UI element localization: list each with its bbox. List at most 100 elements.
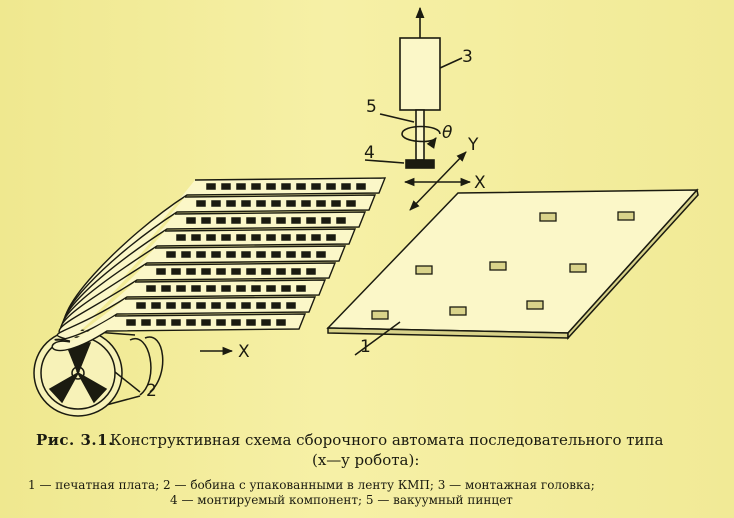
tape-pocket (286, 251, 296, 258)
reel-body-curve (144, 336, 164, 393)
board-component (526, 300, 544, 310)
tape-pocket (316, 200, 326, 207)
leader-1 (354, 321, 401, 356)
reel-body-curve (129, 337, 152, 396)
tape-pocket (141, 319, 151, 326)
mounting-head-body (399, 37, 441, 111)
tape-pocket (146, 285, 156, 292)
tape-pocket (176, 234, 186, 241)
reel-spoke (76, 371, 108, 404)
tape-pocket (206, 183, 216, 190)
tape-pocket (271, 251, 281, 258)
tape-pocket (186, 268, 196, 275)
tape-pocket (251, 183, 261, 190)
tape-pocket (196, 200, 206, 207)
tape-pocket (296, 183, 306, 190)
label-theta: θ (442, 123, 453, 143)
caption-title-text: Конструктивная схема сборочного автомата… (110, 431, 664, 449)
y-axis-arrow (409, 151, 467, 211)
board-component (539, 212, 557, 222)
tape-pocket (266, 183, 276, 190)
label-2: 2 (146, 381, 157, 401)
reel-spoke (48, 371, 80, 404)
tape-strip (51, 313, 307, 352)
printed-circuit-board (326, 188, 699, 340)
rotation-arrow (401, 133, 437, 149)
tape-pocket (321, 217, 331, 224)
tape-pocket (261, 217, 271, 224)
tape-pocket (316, 251, 326, 258)
tape-pocket (246, 217, 256, 224)
tape-strips (51, 177, 387, 352)
caption-legend-line1: 1 — печатная плата; 2 — бобина с упакова… (28, 478, 595, 492)
tape-pocket (256, 251, 266, 258)
components-on-board (371, 211, 635, 320)
tape-pocket (191, 285, 201, 292)
tape-pocket (221, 285, 231, 292)
tape-pocket (271, 200, 281, 207)
leader-5 (379, 113, 415, 123)
figure-number: Рис. 3.1. (36, 431, 114, 449)
tape-pocket (256, 200, 266, 207)
tape-pocket (286, 302, 296, 309)
tape-pocket (346, 200, 356, 207)
tape-pocket (211, 302, 221, 309)
tape-pocket (201, 319, 211, 326)
mounting-head (364, 6, 463, 169)
tape-pocket (236, 234, 246, 241)
rotation-arc (401, 125, 441, 135)
tape-pocket (336, 217, 346, 224)
label-x-robot: X (474, 173, 486, 193)
tape-pocket (296, 234, 306, 241)
tape-pocket (236, 183, 246, 190)
board-component (449, 306, 467, 316)
tape-pocket (246, 268, 256, 275)
tape-pocket (171, 268, 181, 275)
leader-3 (439, 57, 463, 69)
tape-pocket (261, 268, 271, 275)
label-1: 1 (360, 337, 371, 357)
label-y: Y (467, 135, 479, 155)
tape-pocket (241, 251, 251, 258)
tape-pocket (231, 217, 241, 224)
tape-pocket (221, 183, 231, 190)
tape-pocket (166, 302, 176, 309)
tape-pocket (256, 302, 266, 309)
tape-pocket (291, 217, 301, 224)
board-component (489, 261, 507, 271)
tape-pocket (161, 285, 171, 292)
motion-axes (114, 151, 472, 393)
tape-pocket (331, 200, 341, 207)
label-3: 3 (462, 47, 473, 67)
leader-2 (114, 371, 141, 393)
tape-pocket (281, 183, 291, 190)
tape-pocket (251, 234, 261, 241)
tape-pocket (311, 183, 321, 190)
tape-pocket (306, 268, 316, 275)
tape-pocket (211, 251, 221, 258)
vacuum-gripper (415, 109, 425, 161)
board-component (371, 310, 389, 320)
tape-pocket (306, 217, 316, 224)
tape-pocket (301, 200, 311, 207)
tape-pocket (231, 319, 241, 326)
tape-pocket (206, 234, 216, 241)
caption-legend-line2: 4 — монтируемый компонент; 5 — вакуумный… (170, 493, 513, 507)
tape-pocket (186, 217, 196, 224)
tape-pocket (211, 200, 221, 207)
board-component (415, 265, 433, 275)
tape-pocket (236, 285, 246, 292)
board-component (617, 211, 635, 221)
tape-pocket (231, 268, 241, 275)
tape-pocket (191, 234, 201, 241)
tape-pocket (206, 285, 216, 292)
tape-pocket (201, 268, 211, 275)
tape-pocket (356, 183, 366, 190)
label-x-reel: X (238, 342, 250, 362)
tape-pocket (286, 200, 296, 207)
label-4: 4 (364, 143, 375, 163)
tape-pocket (186, 319, 196, 326)
tape-pocket (281, 234, 291, 241)
tape-pocket (196, 302, 206, 309)
